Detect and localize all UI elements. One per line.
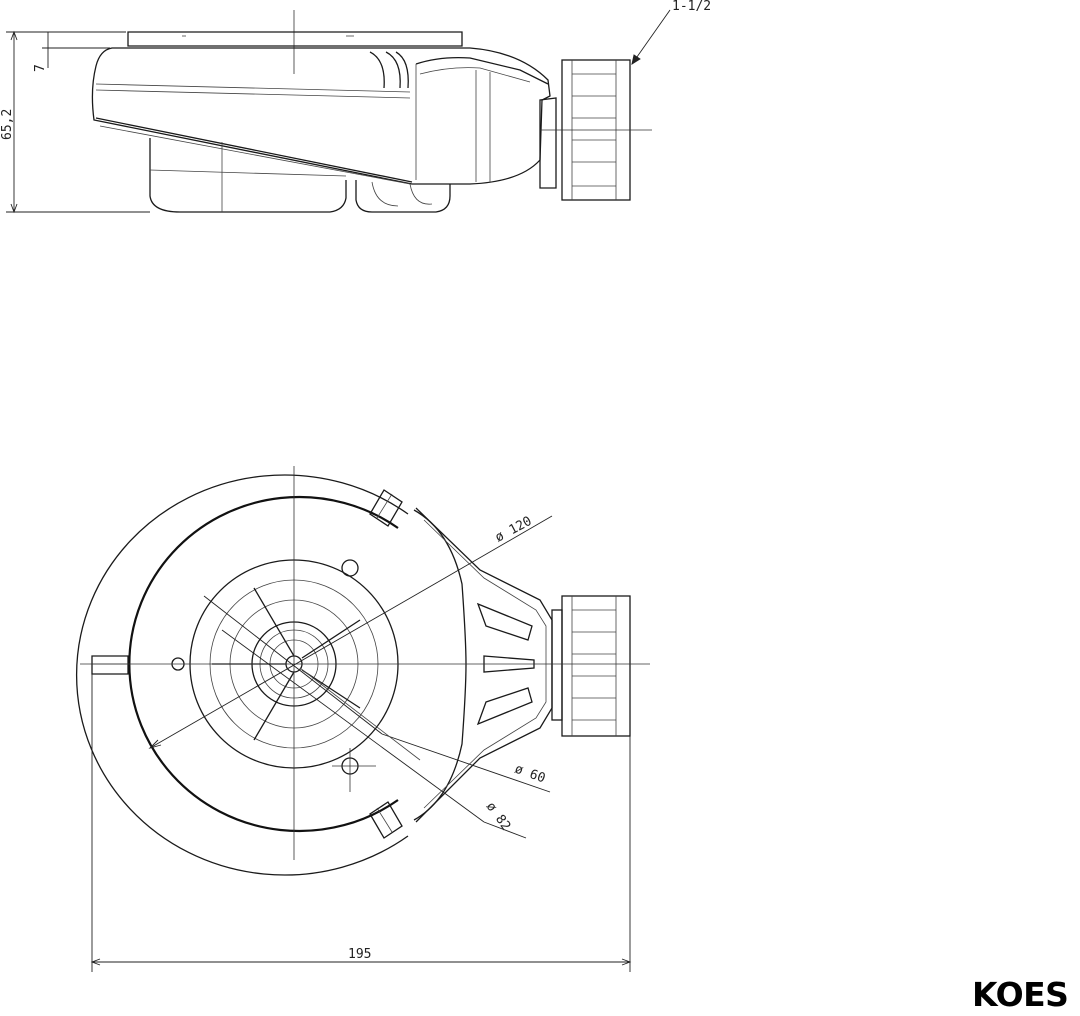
height-total-label: 65,2 bbox=[0, 109, 15, 140]
fin-1 bbox=[476, 602, 533, 641]
slope-line-2 bbox=[99, 125, 411, 185]
rib-1 bbox=[369, 51, 385, 89]
rim-rib-left bbox=[91, 655, 129, 675]
width-total-label: 195 bbox=[348, 947, 371, 962]
body-line-2 bbox=[95, 89, 411, 99]
rim-rib-top bbox=[369, 489, 403, 527]
spoke-1 bbox=[253, 587, 295, 657]
body-outline bbox=[91, 47, 551, 185]
thread-label: 1-1/2 bbox=[672, 0, 711, 14]
height-top-label: 7 bbox=[33, 64, 48, 72]
spoke-4 bbox=[301, 619, 361, 659]
neck-top bbox=[415, 56, 549, 85]
dia-60-line bbox=[203, 595, 383, 735]
brand-logo: KOES bbox=[972, 975, 1069, 1014]
body-line-1 bbox=[95, 83, 411, 93]
side-view: 65,2 7 1-1/2 bbox=[0, 0, 711, 214]
dia-82-line bbox=[221, 629, 485, 823]
top-plate bbox=[127, 31, 463, 47]
outer-rim bbox=[76, 474, 409, 876]
rib-2 bbox=[385, 51, 401, 89]
fin-3 bbox=[476, 687, 533, 726]
slope-line bbox=[95, 117, 413, 183]
bolt-hole-1 bbox=[341, 559, 359, 577]
housing-edge bbox=[413, 509, 467, 821]
neck-inner bbox=[419, 67, 531, 83]
dia-60-label: ø 60 bbox=[513, 762, 548, 787]
fin-2 bbox=[483, 655, 535, 673]
outlet-pipe bbox=[539, 97, 557, 189]
thread-leader bbox=[631, 9, 671, 65]
dia-82-label: ø 82 bbox=[483, 800, 514, 834]
spoke-5 bbox=[301, 669, 361, 709]
top-view: ø 120 ø 60 ø 82 195 bbox=[76, 466, 650, 972]
rib-3 bbox=[395, 51, 409, 89]
dia-120-label: ø 120 bbox=[493, 514, 535, 546]
spoke-3 bbox=[253, 671, 295, 741]
trap-lower bbox=[355, 180, 451, 213]
dia-120-line bbox=[149, 581, 439, 749]
sump-cup bbox=[149, 138, 347, 213]
rim-rib-bottom bbox=[369, 801, 403, 839]
